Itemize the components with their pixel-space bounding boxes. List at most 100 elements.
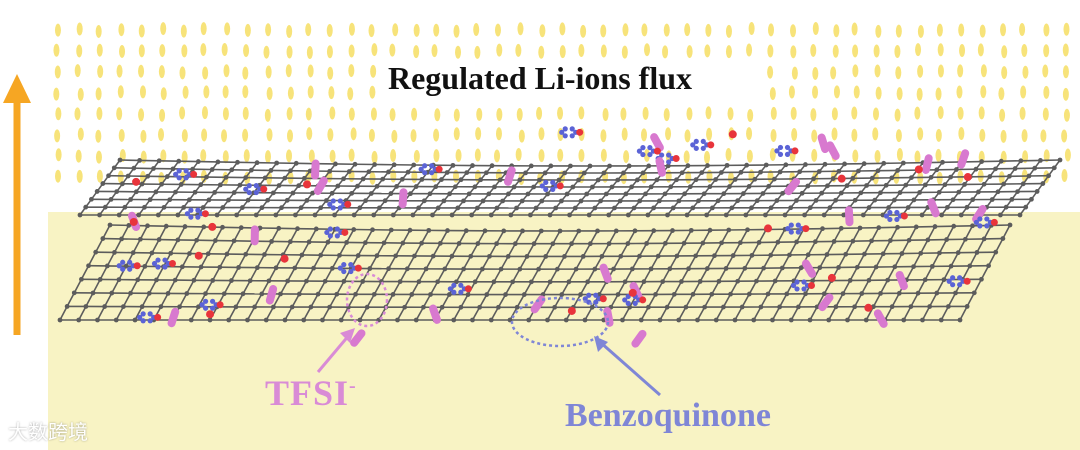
oxygen-atom xyxy=(808,282,815,289)
carbon-atom xyxy=(939,213,944,218)
carbon-atom xyxy=(908,304,913,309)
li-ion xyxy=(706,106,712,119)
carbon-atom xyxy=(751,318,756,323)
li-ion xyxy=(832,107,838,120)
carbon-atom xyxy=(183,224,188,229)
carbon-atom xyxy=(333,162,338,167)
carbon-atom xyxy=(747,292,752,297)
carbon-atom xyxy=(794,198,799,203)
carbon-atom xyxy=(956,190,961,195)
carbon-atom xyxy=(269,168,274,173)
oxygen-atom xyxy=(436,166,443,173)
carbon-atom xyxy=(234,213,239,218)
carbon-atom xyxy=(83,304,88,309)
oxygen-atom xyxy=(576,129,583,136)
carbon-atom xyxy=(774,198,779,203)
carbon-atom xyxy=(372,292,377,297)
li-ion xyxy=(139,44,145,57)
li-ion xyxy=(623,150,629,163)
carbon-atom xyxy=(100,181,105,186)
li-ion xyxy=(139,25,145,38)
benzoquinone-atom xyxy=(458,290,463,295)
carbon-atom xyxy=(417,279,422,284)
carbon-atom xyxy=(764,163,769,168)
carbon-atom xyxy=(993,166,998,171)
carbon-atom xyxy=(304,279,309,284)
carbon-atom xyxy=(420,177,425,182)
carbon-atom xyxy=(576,178,581,183)
benzoquinone-atom xyxy=(341,262,346,267)
li-ion xyxy=(578,149,584,162)
carbon-atom xyxy=(836,265,841,270)
carbon-atom xyxy=(411,163,416,168)
li-ion xyxy=(937,172,943,185)
carbon-atom xyxy=(430,213,435,218)
carbon-atom xyxy=(653,292,658,297)
benzoquinone-atom xyxy=(162,257,167,262)
carbon-atom xyxy=(475,206,480,211)
carbon-atom xyxy=(218,182,223,187)
benzoquinone-atom xyxy=(570,133,575,138)
carbon-atom xyxy=(606,213,611,218)
li-ion xyxy=(243,107,249,120)
carbon-atom xyxy=(686,163,691,168)
benzoquinone-atom xyxy=(543,180,548,185)
carbon-atom xyxy=(506,254,511,259)
li-ion xyxy=(516,148,522,161)
oxygen-atom xyxy=(134,262,141,269)
benzoquinone-atom xyxy=(977,216,982,221)
carbon-atom xyxy=(349,191,354,196)
carbon-atom xyxy=(625,241,630,246)
carbon-atom xyxy=(770,318,775,323)
carbon-atom xyxy=(823,162,828,167)
carbon-atom xyxy=(615,178,620,183)
carbon-atom xyxy=(743,213,748,218)
carbon-atom xyxy=(646,305,651,310)
carbon-atom xyxy=(255,160,260,165)
carbon-atom xyxy=(761,266,766,271)
carbon-atom xyxy=(285,279,290,284)
carbon-atom xyxy=(657,199,662,204)
carbon-atom xyxy=(526,318,531,323)
oxygen-atom xyxy=(629,289,637,297)
carbon-atom xyxy=(909,175,914,180)
carbon-atom xyxy=(948,175,953,180)
carbon-atom xyxy=(898,190,903,195)
li-ion xyxy=(456,149,462,162)
carbon-atom xyxy=(158,304,163,309)
carbon-atom xyxy=(867,278,872,283)
benzoquinone-atom xyxy=(338,205,343,210)
carbon-atom xyxy=(367,266,372,271)
carbon-atom xyxy=(814,198,819,203)
li-ion xyxy=(327,45,333,58)
carbon-atom xyxy=(260,205,265,210)
carbon-atom xyxy=(660,279,665,284)
carbon-atom xyxy=(159,182,164,187)
carbon-atom xyxy=(536,267,541,272)
li-ion xyxy=(852,150,858,163)
li-ion xyxy=(519,130,525,143)
carbon-atom xyxy=(176,213,181,218)
carbon-atom xyxy=(65,304,70,309)
carbon-atom xyxy=(366,169,371,174)
carbon-atom xyxy=(788,205,793,210)
carbon-atom xyxy=(700,241,705,246)
carbon-atom xyxy=(180,264,185,269)
carbon-atom xyxy=(761,191,766,196)
carbon-atom xyxy=(276,226,281,231)
benzoquinone-atom xyxy=(429,163,434,168)
carbon-atom xyxy=(112,250,117,255)
carbon-atom xyxy=(330,191,335,196)
carbon-atom xyxy=(714,318,719,323)
carbon-atom xyxy=(201,205,206,210)
carbon-atom xyxy=(934,291,939,296)
carbon-atom xyxy=(480,267,485,272)
carbon-atom xyxy=(890,175,895,180)
li-ion xyxy=(687,45,693,58)
li-ion xyxy=(1021,44,1027,57)
carbon-atom xyxy=(428,292,433,297)
li-ion xyxy=(77,22,83,35)
li-ion xyxy=(515,44,521,57)
carbon-atom xyxy=(414,318,419,323)
carbon-atom xyxy=(876,168,881,173)
